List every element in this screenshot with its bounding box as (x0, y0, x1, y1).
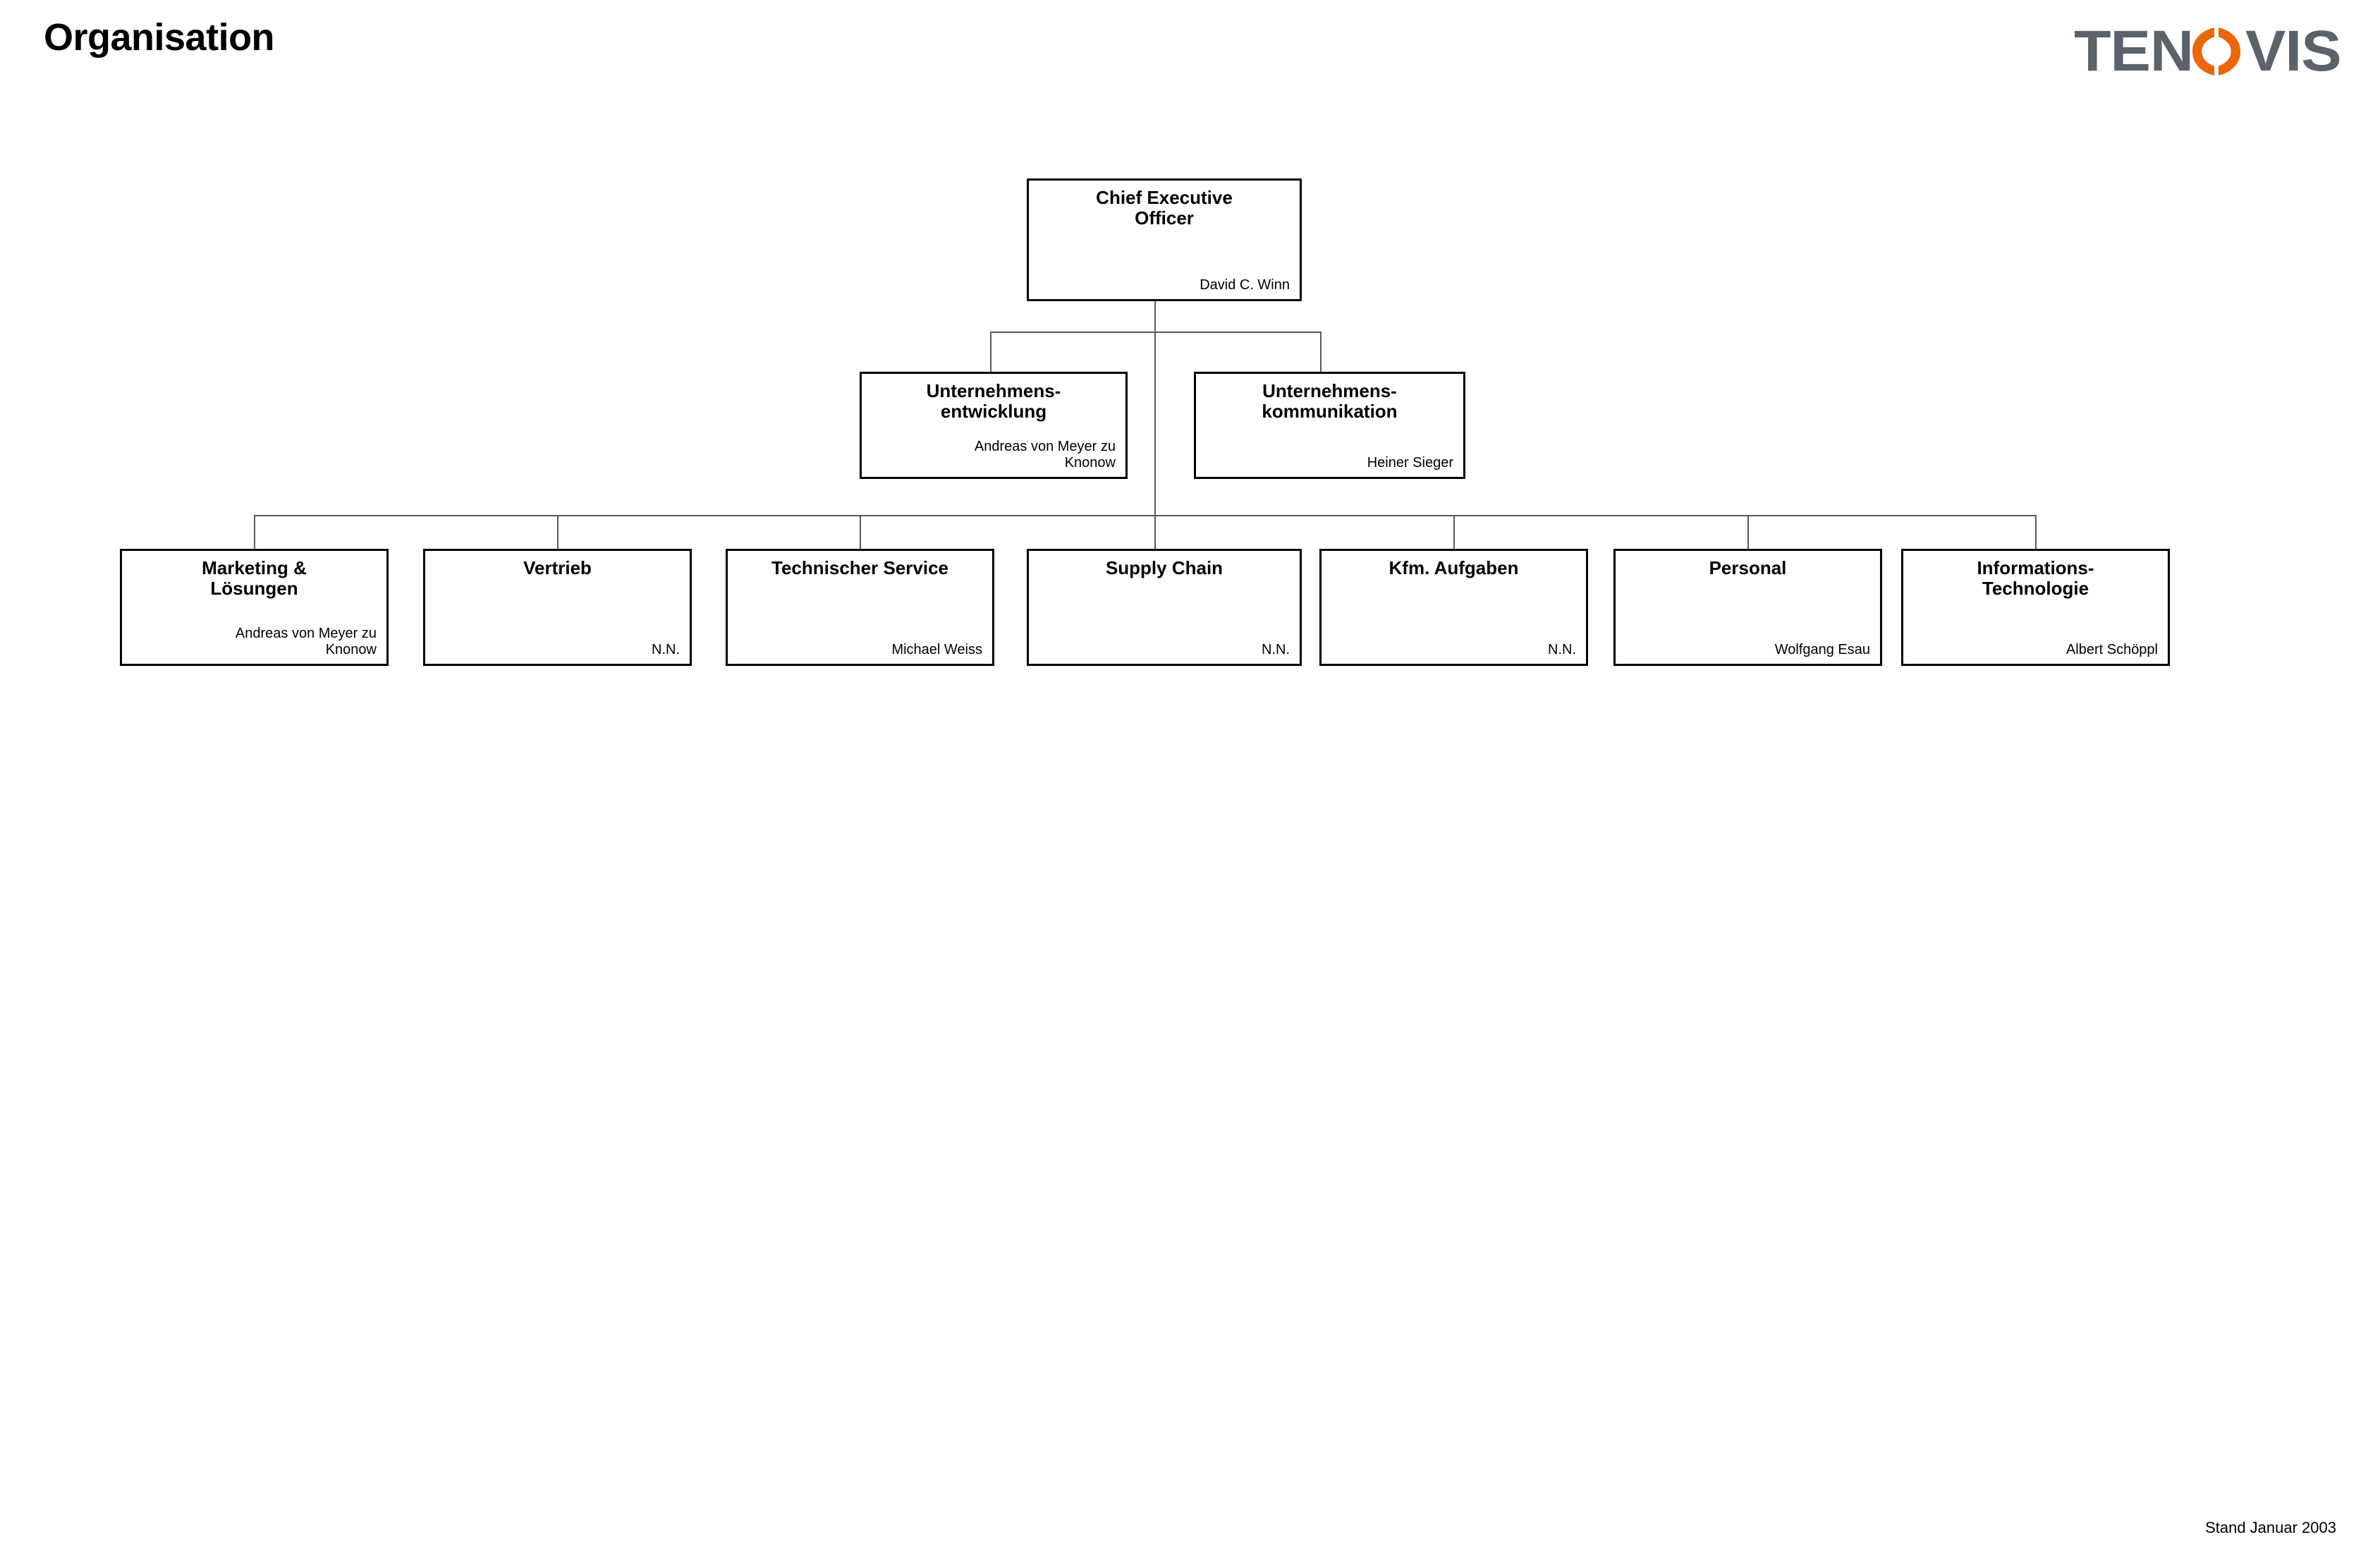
connector-level3-drop-5 (1453, 515, 1455, 549)
org-node-unternehmensentwicklung[interactable]: Unternehmens- entwicklung Andreas von Me… (860, 372, 1128, 479)
logo-text-before: TEN (2073, 19, 2194, 83)
org-node-person: David C. Winn (1200, 277, 1290, 293)
org-node-title: Marketing & Lösungen (202, 557, 307, 600)
org-node-marketing-loesungen[interactable]: Marketing & Lösungen Andreas von Meyer z… (120, 549, 389, 666)
org-node-title: Chief Executive Officer (1096, 187, 1233, 229)
org-node-personal[interactable]: Personal Wolfgang Esau (1613, 549, 1882, 666)
org-node-vertrieb[interactable]: Vertrieb N.N. (423, 549, 692, 666)
org-node-technischer-service[interactable]: Technischer Service Michael Weiss (726, 549, 994, 666)
org-node-kfm-aufgaben[interactable]: Kfm. Aufgaben N.N. (1319, 549, 1588, 666)
org-node-informations-technologie[interactable]: Informations- Technologie Albert Schöppl (1901, 549, 2170, 666)
org-node-title: Informations- Technologie (1977, 557, 2094, 600)
org-node-title: Kfm. Aufgaben (1389, 557, 1519, 578)
org-node-person: Heiner Sieger (1367, 455, 1453, 471)
connector-level2-drop-right (1320, 332, 1322, 372)
footer-status-note: Stand Januar 2003 (2205, 1519, 2336, 1536)
org-node-supply-chain[interactable]: Supply Chain N.N. (1027, 549, 1302, 666)
org-node-chief-executive-officer[interactable]: Chief Executive Officer David C. Winn (1027, 178, 1302, 301)
org-node-person: Albert Schöppl (2065, 642, 2158, 658)
tenovis-o-icon (2190, 25, 2242, 78)
org-node-title: Unternehmens- entwicklung (926, 380, 1061, 423)
connector-level3-drop-6 (1747, 515, 1749, 549)
org-node-title: Personal (1709, 557, 1787, 578)
org-node-person: Andreas von Meyer zu Knonow (235, 626, 377, 658)
org-node-person: N.N. (1548, 642, 1576, 658)
connector-level3-bus (254, 515, 2036, 516)
tenovis-logo: TEN VIS (2073, 19, 2342, 83)
connector-level2-bus (990, 332, 1322, 333)
page-title: Organisation (44, 16, 275, 59)
org-node-person: N.N. (652, 642, 680, 658)
org-node-title: Vertrieb (523, 557, 592, 578)
logo-text-after: VIS (2245, 19, 2342, 83)
connector-level3-drop-3 (860, 515, 861, 549)
org-node-title: Technischer Service (771, 557, 948, 578)
org-node-person: Andreas von Meyer zu Knonow (974, 439, 1116, 471)
org-node-title: Unternehmens- kommunikation (1262, 380, 1398, 423)
connector-level3-drop-2 (557, 515, 559, 549)
org-node-person: Michael Weiss (891, 642, 982, 658)
connector-level3-drop-1 (254, 515, 255, 549)
connector-level2-drop-left (990, 332, 991, 372)
org-node-person: N.N. (1262, 642, 1290, 658)
org-node-person: Wolfgang Esau (1774, 642, 1870, 658)
connector-level3-drop-7 (2035, 515, 2037, 549)
org-node-unternehmenskommunikation[interactable]: Unternehmens- kommunikation Heiner Siege… (1194, 372, 1465, 479)
org-node-title: Supply Chain (1105, 557, 1223, 578)
connector-ceo-trunk (1154, 301, 1156, 549)
